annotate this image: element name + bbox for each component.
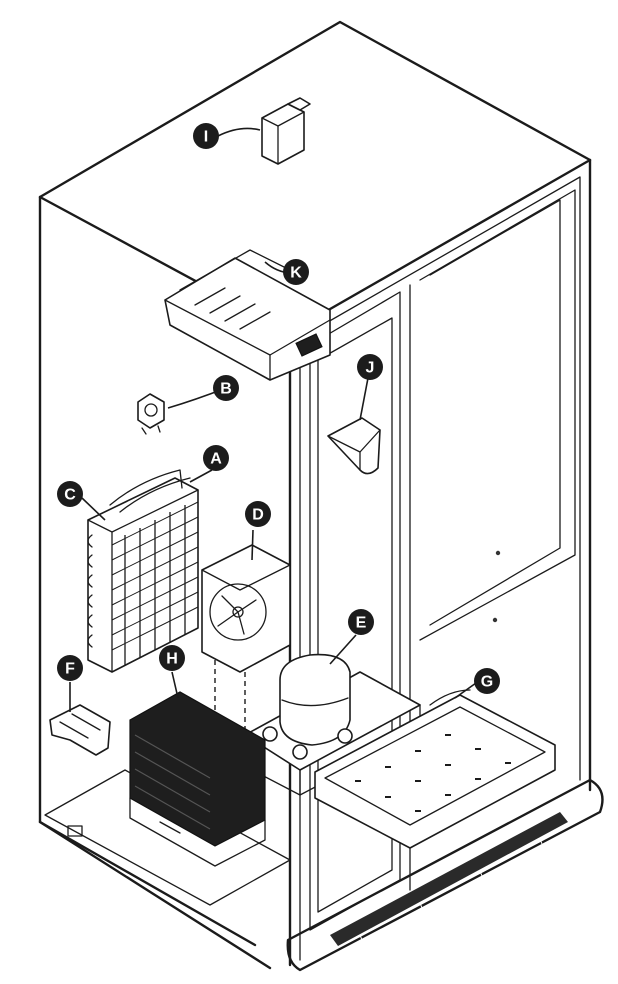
callout-H-circle [159,645,185,671]
callout-C-circle [57,481,83,507]
part-I-water-valve [261,97,311,165]
callout-K-label: K [290,265,302,282]
callout-H-label: H [166,651,178,668]
callout-A-circle [203,445,229,471]
callout-A: A [203,445,229,471]
callout-G: G [474,668,500,694]
callout-F-label: F [65,661,75,678]
callout-D: D [245,501,271,527]
base-plate [44,769,291,906]
part-A-defrost-heater [109,469,191,513]
callout-F: F [57,655,83,681]
callout-E: E [348,609,374,635]
callout-B-circle [213,375,239,401]
callout-I-circle [193,123,219,149]
part-H-condenser-coil [129,691,266,867]
callout-J-circle [357,354,383,380]
callout-K: K [283,259,309,285]
callout-H: H [159,645,185,671]
kick-plate [286,778,604,972]
callout-D-label: D [252,507,264,524]
part-B-damper [137,393,165,435]
callout-F-circle [57,655,83,681]
callout-C: C [57,481,83,507]
callout-J-label: J [366,360,375,377]
callout-D-circle [245,501,271,527]
callout-B-label: B [220,381,232,398]
callout-E-circle [348,609,374,635]
callout-B: B [213,375,239,401]
callout-K-circle [283,259,309,285]
part-C-evaporator-coil [87,477,199,673]
callout-J: J [357,354,383,380]
part-J-ice-chute [327,417,381,475]
callout-E-label: E [356,615,367,632]
part-F-thermostat-bracket [49,704,111,756]
callout-G-label: G [481,674,493,691]
part-K-ice-maker [164,249,331,381]
callout-C-label: C [64,487,76,504]
callout-G-circle [474,668,500,694]
part-E-compressor [262,653,353,760]
callout-I: I [193,123,219,149]
callout-I-label: I [204,129,208,146]
callout-A-label: A [210,451,222,468]
